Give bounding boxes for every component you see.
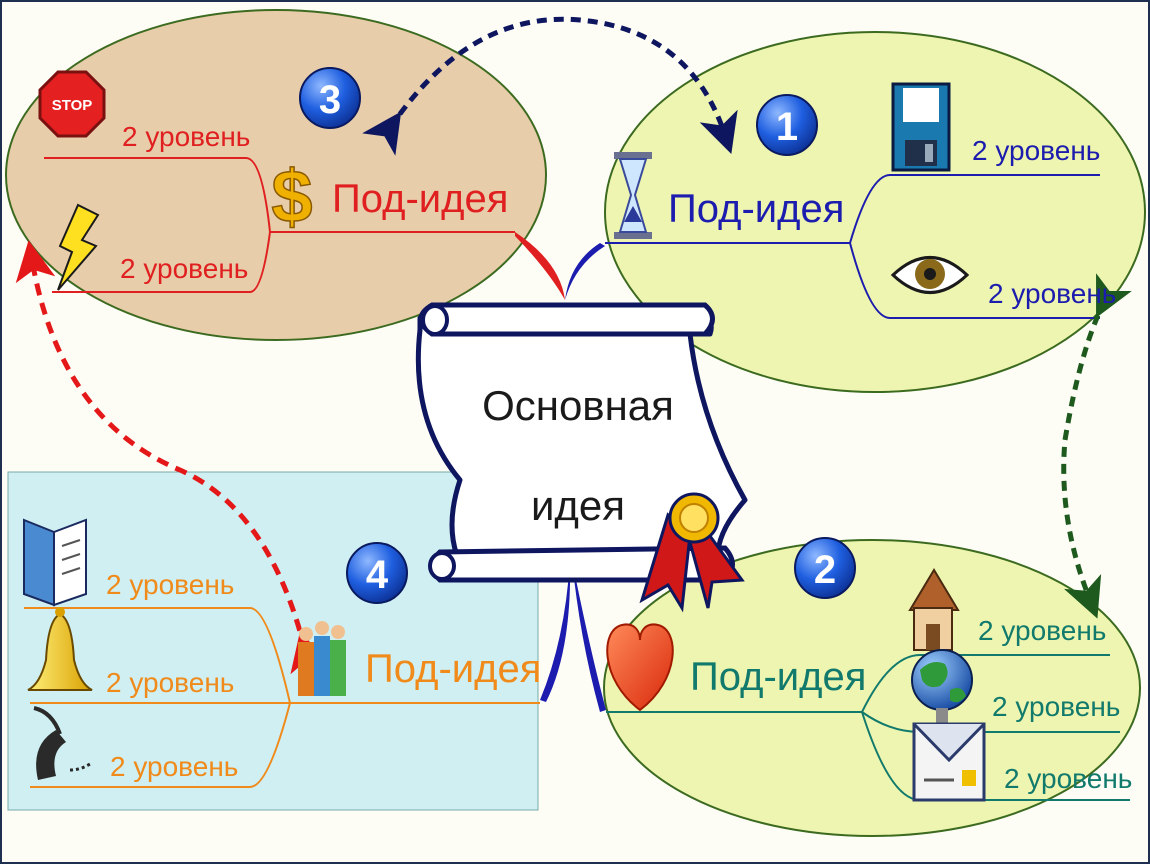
stem-branch-3 xyxy=(515,232,565,300)
envelope-icon xyxy=(912,722,986,802)
stem-branch-4 xyxy=(540,560,571,702)
branch-1-level-1: 2 уровень xyxy=(972,135,1100,166)
arrow-1-to-2 xyxy=(1061,273,1132,619)
center-line-1: Основная xyxy=(482,382,674,429)
branch-3-level-1: 2 уровень xyxy=(122,121,250,152)
branch-4-level-3: 2 уровень xyxy=(110,751,238,782)
branch-2-level-2: 2 уровень xyxy=(992,691,1120,722)
center-scroll xyxy=(415,302,748,583)
branch-2-ellipse xyxy=(603,539,1141,837)
telephone-icon xyxy=(33,706,91,780)
badge-4-label: 4 xyxy=(366,553,389,597)
center-line-2: идея xyxy=(531,482,625,529)
branch-1-lines xyxy=(605,174,1100,319)
branch-1-level-2: 2 уровень xyxy=(988,278,1116,309)
number-badge-4: 4 xyxy=(346,542,408,604)
number-badge-3: 3 xyxy=(299,67,361,129)
bell-icon xyxy=(27,607,93,691)
globe-icon xyxy=(911,649,973,724)
stop-sign-text: STOP xyxy=(52,97,93,114)
svg-text:$: $ xyxy=(271,155,312,238)
people-icon xyxy=(298,621,346,696)
branch-2-level-1: 2 уровень xyxy=(978,615,1106,646)
stem-branch-2 xyxy=(572,560,606,712)
seal-ribbon-icon xyxy=(639,492,745,613)
hourglass-icon xyxy=(614,152,652,239)
branch-4-idea: Под-идея xyxy=(365,647,541,691)
branch-4-level-1: 2 уровень xyxy=(106,569,234,600)
stem-branch-1 xyxy=(565,243,605,300)
dollar-icon: $ xyxy=(271,154,314,239)
branch-1-idea: Под-идея xyxy=(668,187,844,231)
number-badge-2: 2 xyxy=(794,537,856,599)
badge-3-label: 3 xyxy=(319,78,341,122)
number-badge-1: 1 xyxy=(756,94,818,156)
branch-3-level-2: 2 уровень xyxy=(120,253,248,284)
book-icon xyxy=(23,518,87,607)
house-icon xyxy=(908,568,960,651)
branch-2-idea: Под-идея xyxy=(690,655,866,699)
heart-icon xyxy=(606,623,674,712)
branch-1-ellipse xyxy=(604,31,1146,393)
floppy-disk-icon xyxy=(891,82,951,172)
badge-2-label: 2 xyxy=(814,548,836,592)
stop-sign-icon: STOP xyxy=(38,70,106,138)
arrow-3-to-1 xyxy=(362,16,738,156)
branch-2-level-3: 2 уровень xyxy=(1004,763,1132,794)
arrow-4-to-3 xyxy=(15,240,330,675)
branch-4-level-2: 2 уровень xyxy=(106,667,234,698)
badge-1-label: 1 xyxy=(776,105,798,149)
branch-3-idea: Под-идея xyxy=(332,177,508,221)
eye-icon xyxy=(890,256,970,294)
lightning-icon xyxy=(57,203,100,291)
